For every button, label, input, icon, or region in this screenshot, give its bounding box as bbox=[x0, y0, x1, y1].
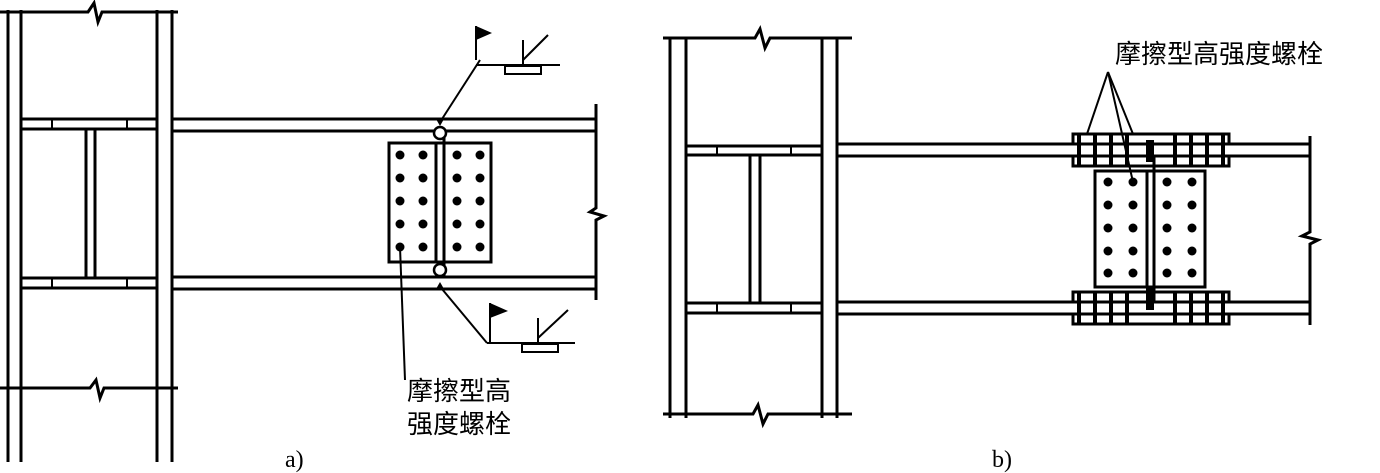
figure-b-top-flange-splice bbox=[1071, 132, 1231, 168]
bolt bbox=[452, 173, 462, 183]
bolt bbox=[475, 219, 485, 229]
bolt bbox=[452, 242, 462, 252]
figure-a-weld-symbol-top bbox=[441, 26, 560, 120]
bolt bbox=[395, 196, 405, 206]
figure-b: 摩擦型高强度螺栓 b) bbox=[663, 25, 1323, 473]
bolt bbox=[1128, 246, 1138, 256]
bolt bbox=[418, 150, 428, 160]
bolt bbox=[452, 219, 462, 229]
bolt bbox=[1187, 200, 1197, 210]
bolt bbox=[452, 150, 462, 160]
bolt bbox=[1103, 268, 1113, 278]
bolt bbox=[1103, 223, 1113, 233]
bolt bbox=[418, 219, 428, 229]
bolt bbox=[1162, 223, 1172, 233]
bolt bbox=[418, 196, 428, 206]
bolt bbox=[1162, 177, 1172, 187]
figure-a: 摩擦型高 强度螺栓 a) bbox=[0, 0, 609, 473]
figure-a-weld-symbol-bottom bbox=[441, 288, 575, 353]
figure-a-bolt-label-line1: 摩擦型高 bbox=[407, 377, 511, 407]
bolt bbox=[1162, 268, 1172, 278]
figure-b-caption: b) bbox=[992, 447, 1012, 473]
bolt bbox=[418, 242, 428, 252]
bolt bbox=[475, 150, 485, 160]
figure-a-bolts bbox=[395, 150, 485, 252]
figure-a-leader-line bbox=[399, 246, 406, 381]
figure-a-bolt-label-line2: 强度螺栓 bbox=[407, 410, 511, 440]
bolt bbox=[452, 196, 462, 206]
figure-b-leader-lines bbox=[1086, 71, 1134, 183]
bolt bbox=[1162, 200, 1172, 210]
bolt bbox=[1187, 246, 1197, 256]
bolt bbox=[1128, 200, 1138, 210]
bolt bbox=[1128, 223, 1138, 233]
figure-a-splice-plate bbox=[387, 131, 493, 277]
bolt bbox=[1103, 200, 1113, 210]
figure-b-bolts bbox=[1103, 177, 1197, 278]
flag-icon bbox=[490, 303, 508, 318]
bolt bbox=[1187, 177, 1197, 187]
bolt bbox=[1162, 246, 1172, 256]
bolt bbox=[1103, 246, 1113, 256]
figure-a-stiffeners bbox=[21, 117, 157, 290]
bolt bbox=[1103, 177, 1113, 187]
bolt bbox=[1128, 268, 1138, 278]
bolt bbox=[475, 173, 485, 183]
bolt bbox=[1187, 223, 1197, 233]
bolt bbox=[395, 150, 405, 160]
bolt bbox=[395, 173, 405, 183]
figure-b-bottom-flange-splice bbox=[1071, 288, 1231, 326]
figure-b-stiffeners bbox=[686, 144, 822, 315]
bolt bbox=[1187, 268, 1197, 278]
bolt bbox=[475, 196, 485, 206]
figure-a-beam bbox=[172, 104, 609, 300]
bolt bbox=[395, 219, 405, 229]
figure-a-caption: a) bbox=[285, 447, 304, 473]
flag-icon bbox=[476, 26, 492, 40]
bolt bbox=[418, 173, 428, 183]
figure-b-bolt-label: 摩擦型高强度螺栓 bbox=[1115, 40, 1323, 70]
figure-a-column bbox=[0, 0, 178, 462]
figure-b-web-splice-plate bbox=[1093, 156, 1207, 302]
figure-a-weld-holes bbox=[432, 119, 448, 289]
bolt bbox=[475, 242, 485, 252]
figure-b-column bbox=[663, 25, 852, 429]
